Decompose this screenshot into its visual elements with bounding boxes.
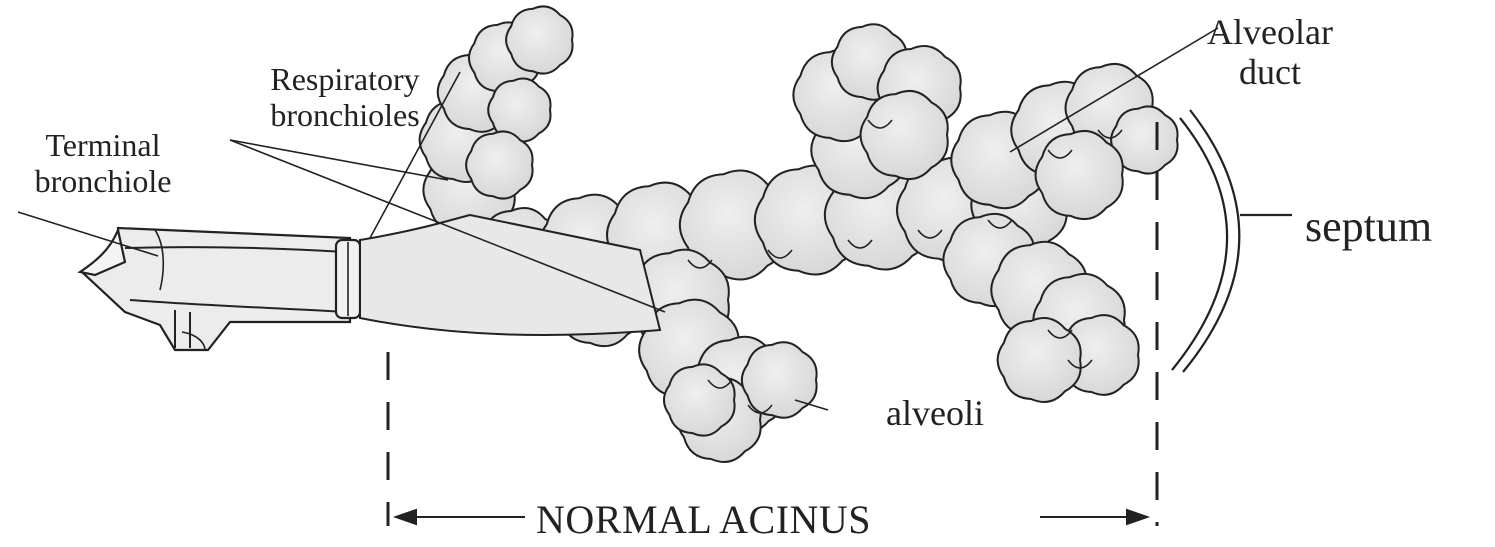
label-respiratory-bronchioles-line2: bronchioles bbox=[240, 98, 450, 134]
label-terminal-bronchiole-line1: Terminal bbox=[8, 128, 198, 164]
label-terminal-bronchiole: Terminal bronchiole bbox=[8, 128, 198, 200]
label-alveolar-duct-line2: duct bbox=[1185, 52, 1355, 92]
label-terminal-bronchiole-line2: bronchiole bbox=[8, 164, 198, 200]
label-alveolar-duct-line1: Alveolar bbox=[1185, 12, 1355, 52]
label-respiratory-bronchioles-line1: Respiratory bbox=[240, 62, 450, 98]
label-alveoli: alveoli bbox=[886, 393, 984, 433]
label-alveolar-duct: Alveolar duct bbox=[1185, 12, 1355, 93]
alveolus-lobe bbox=[506, 6, 572, 73]
terminal-bronchiole-tube bbox=[80, 228, 360, 350]
alveolus-lobe bbox=[1036, 131, 1123, 219]
label-respiratory-bronchioles: Respiratory bronchioles bbox=[240, 62, 450, 134]
septum bbox=[1172, 110, 1292, 372]
alveolus-lobe bbox=[861, 91, 948, 179]
label-normal-acinus: NORMAL ACINUS bbox=[536, 498, 871, 543]
label-septum: septum bbox=[1305, 202, 1432, 251]
alveolus-lobe bbox=[742, 342, 817, 417]
alveolus-lobe bbox=[466, 131, 532, 198]
alveolus-lobe bbox=[664, 364, 735, 435]
